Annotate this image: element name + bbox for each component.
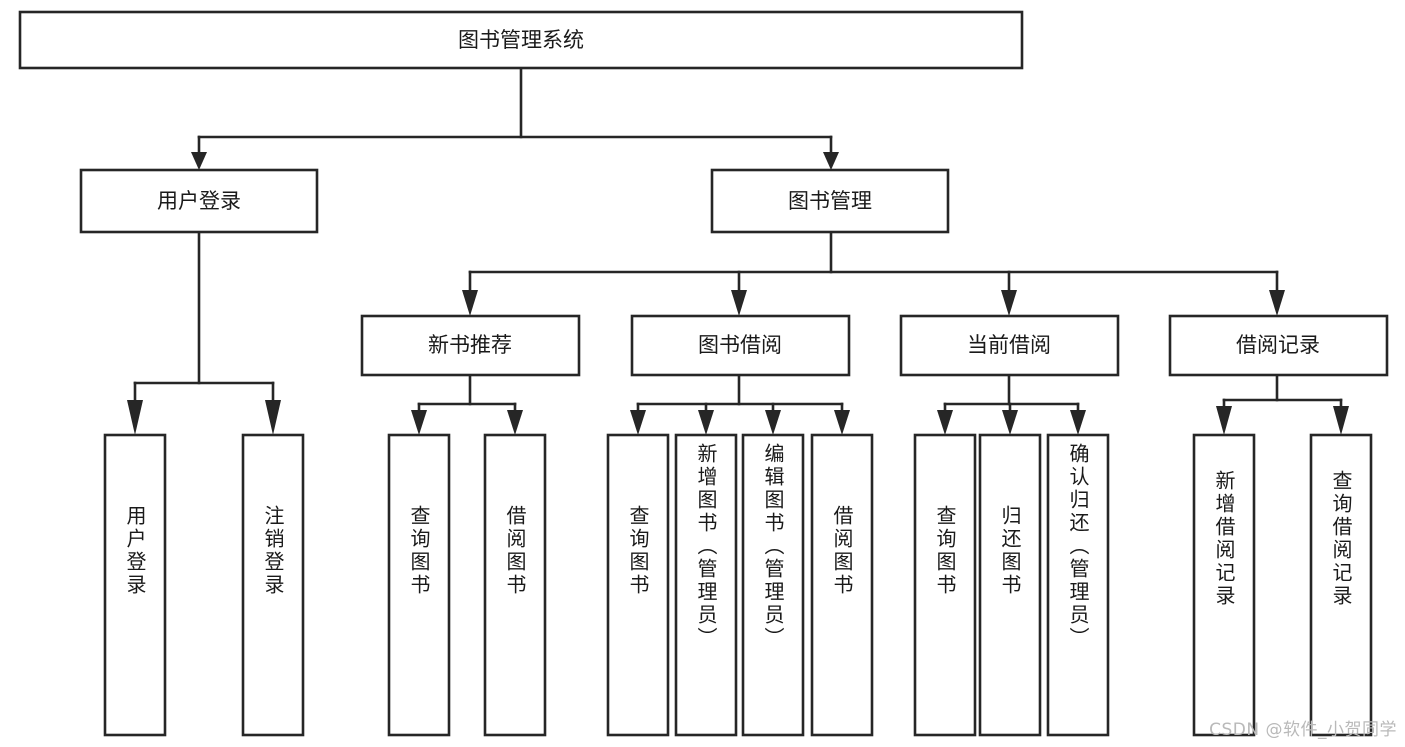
arrow-head-nb-leaf1 bbox=[411, 410, 427, 435]
node-borrow-record[interactable] bbox=[1168, 314, 1389, 377]
arrow-head-bb-leaf3 bbox=[765, 410, 781, 435]
arrow-head-cb-leaf1 bbox=[937, 410, 953, 435]
arrow-head-cb-leaf3 bbox=[1070, 410, 1086, 435]
leaf-box-book-borrow-3[interactable] bbox=[741, 433, 805, 737]
arrow-head-bb-leaf1 bbox=[630, 410, 646, 435]
node-current-borrow[interactable] bbox=[899, 314, 1120, 377]
arrow-head-currentborrow bbox=[1001, 290, 1017, 316]
arrow-head-leaf-user-login bbox=[127, 400, 143, 435]
leaf-box-borrow-record-2[interactable] bbox=[1309, 433, 1373, 737]
leaf-box-current-borrow-2[interactable] bbox=[978, 433, 1042, 737]
node-current-borrow-label: 当前借阅 bbox=[967, 333, 1051, 357]
arrow-head-borrowrecord bbox=[1269, 290, 1285, 316]
arrow-head-userlogin bbox=[191, 152, 207, 170]
arrow-head-bookmgmt bbox=[823, 152, 839, 170]
leaf-box-user-login-2[interactable] bbox=[241, 433, 305, 737]
leaf-box-borrow-record-1[interactable] bbox=[1192, 433, 1256, 737]
leaf-box-current-borrow-1[interactable] bbox=[913, 433, 977, 737]
node-book-borrow[interactable] bbox=[630, 314, 851, 377]
connector-layer bbox=[127, 66, 1349, 435]
arrow-head-newbook bbox=[462, 290, 478, 316]
arrow-head-nb-leaf2 bbox=[507, 410, 523, 435]
node-new-book-recommend[interactable] bbox=[360, 314, 581, 377]
node-root-label: 图书管理系统 bbox=[458, 28, 584, 52]
arrow-head-bookborrow bbox=[731, 290, 747, 316]
node-layer: 图书管理系统 用户登录 图书管理 新书推荐 图书借阅 当前借阅 借阅记录 bbox=[18, 10, 1389, 737]
arrow-head-bb-leaf4 bbox=[834, 410, 850, 435]
leaf-box-new-book-1[interactable] bbox=[387, 433, 451, 737]
node-book-management[interactable] bbox=[710, 168, 950, 234]
leaf-box-user-login-1[interactable] bbox=[103, 433, 167, 737]
leaf-box-new-book-2[interactable] bbox=[483, 433, 547, 737]
leaf-box-book-borrow-1[interactable] bbox=[606, 433, 670, 737]
leaf-box-book-borrow-4[interactable] bbox=[810, 433, 874, 737]
leaf-box-current-borrow-3[interactable] bbox=[1046, 433, 1110, 737]
arrow-head-leaf-logout bbox=[265, 400, 281, 435]
node-new-book-recommend-label: 新书推荐 bbox=[428, 333, 512, 357]
csdn-watermark: CSDN @软件_小贺同学 bbox=[1209, 720, 1397, 740]
leaf-box-book-borrow-2[interactable] bbox=[674, 433, 738, 737]
node-borrow-record-label: 借阅记录 bbox=[1236, 333, 1320, 357]
node-user-login-label: 用户登录 bbox=[157, 189, 241, 213]
arrow-head-br-leaf1 bbox=[1216, 406, 1232, 435]
node-root[interactable] bbox=[18, 10, 1024, 70]
node-book-management-label: 图书管理 bbox=[788, 189, 872, 213]
arrow-head-bb-leaf2 bbox=[698, 410, 714, 435]
node-user-login[interactable] bbox=[79, 168, 319, 234]
arrow-head-cb-leaf2 bbox=[1002, 410, 1018, 435]
arrow-head-br-leaf2 bbox=[1333, 406, 1349, 435]
node-book-borrow-label: 图书借阅 bbox=[698, 333, 782, 357]
